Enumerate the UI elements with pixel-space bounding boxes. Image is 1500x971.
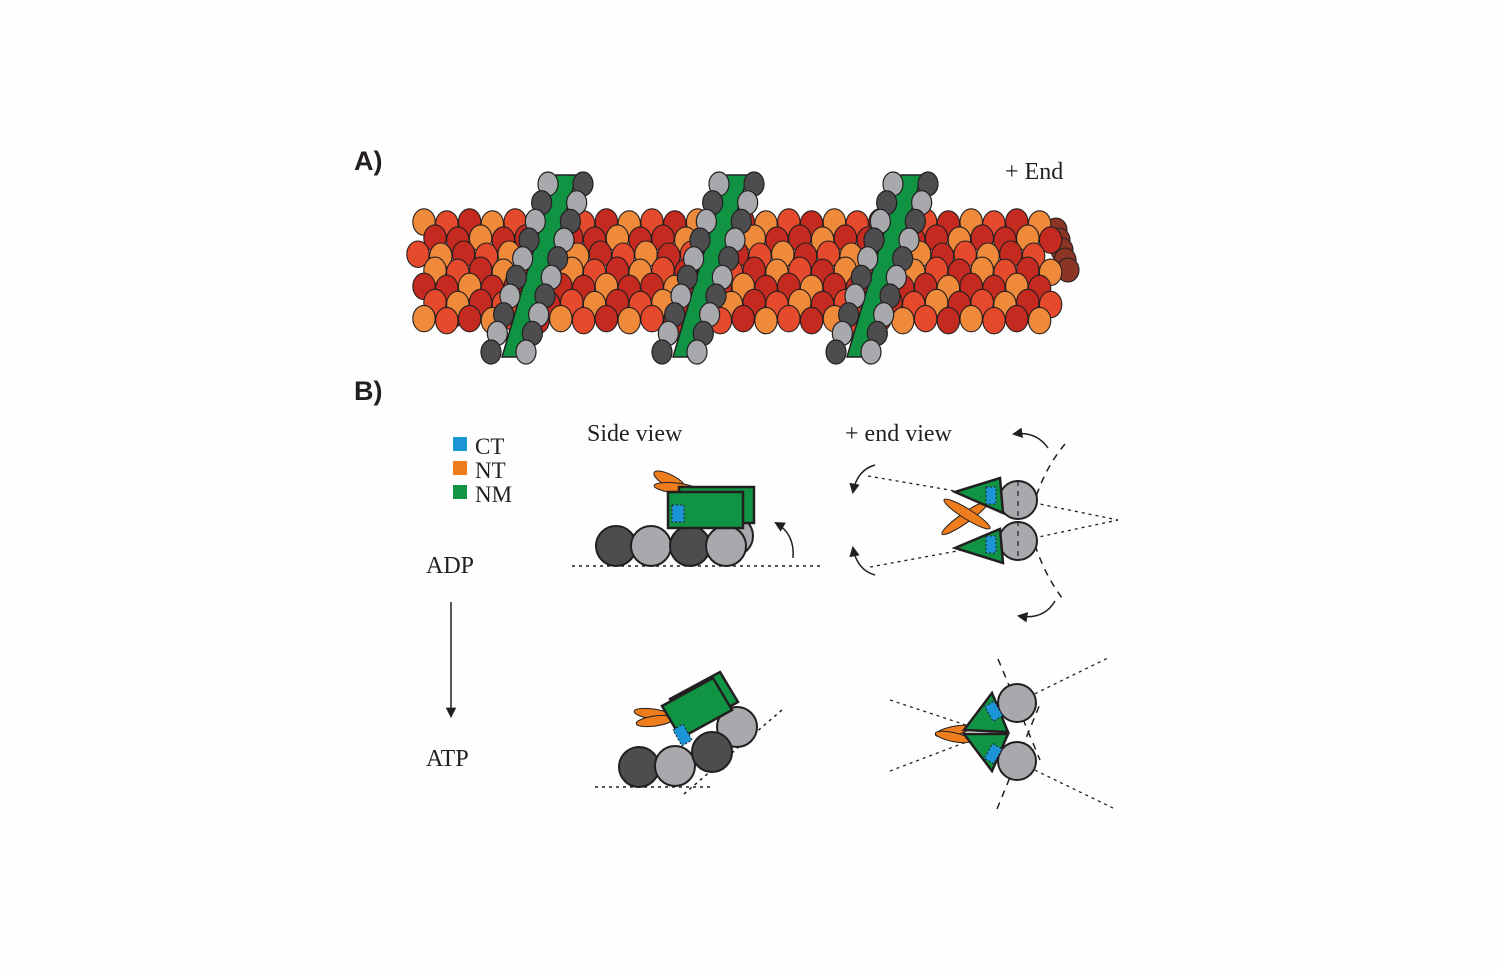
legend-swatch-nm — [453, 485, 467, 499]
tubulin-subunit — [936, 306, 961, 335]
rotation-arrow — [849, 545, 876, 576]
adp-state-label: ADP — [426, 553, 474, 579]
dashed-arc — [1034, 544, 1063, 599]
legend-swatch-ct — [453, 437, 467, 451]
dark-tubulin-head — [669, 525, 711, 567]
tubulin-subunit — [1027, 306, 1052, 335]
ct-domain — [672, 723, 693, 747]
legend-label-ct: CT — [475, 434, 504, 459]
end-view-title: + end view — [845, 421, 953, 447]
dashed-arc — [1034, 443, 1066, 501]
tubulin-subunit — [731, 304, 755, 333]
rotation-arrow — [1016, 600, 1056, 623]
motor-head — [686, 339, 708, 365]
rotation-arrow — [849, 464, 876, 495]
tubulin-subunit — [571, 306, 596, 335]
ct-domain — [983, 742, 1003, 765]
tubulin-subunit — [913, 304, 938, 333]
light-tubulin-head — [997, 741, 1037, 781]
motor-head — [515, 339, 537, 365]
tubulin-subunit — [1038, 226, 1063, 254]
tubulin-subunit — [959, 304, 983, 333]
plus-end-label: + End — [1005, 159, 1063, 185]
tubulin-subunit — [412, 304, 436, 333]
motor-head — [651, 339, 673, 365]
panel-a-label: A) — [354, 146, 383, 176]
atp-side-view — [595, 670, 783, 795]
atp-state-label: ATP — [426, 746, 469, 772]
light-tubulin-head — [716, 706, 758, 748]
nt-lobe — [943, 498, 991, 530]
tubulin-subunit — [1005, 304, 1029, 333]
nm-motor-domain — [660, 676, 734, 740]
motor-column — [651, 171, 765, 365]
panel-b-label: B) — [354, 376, 383, 406]
light-tubulin-head — [997, 683, 1037, 723]
tubulin-subunit — [982, 306, 1006, 335]
light-tubulin-head — [654, 745, 696, 787]
adp-side-view — [572, 470, 822, 567]
legend: CT NT NM — [453, 434, 512, 507]
motor-head — [825, 339, 847, 365]
ct-domain — [985, 486, 997, 505]
motor-head — [860, 339, 882, 365]
legend-swatch-nt — [453, 461, 467, 475]
tubulin-subunit — [617, 306, 641, 335]
tubulin-subunit — [891, 306, 915, 335]
rotation-arrow — [774, 521, 794, 559]
tubulin-subunit — [457, 304, 482, 333]
rotation-arrow — [1011, 427, 1049, 449]
ct-domain — [671, 504, 685, 523]
legend-label-nm: NM — [475, 482, 512, 507]
motor-column — [480, 171, 594, 365]
tubulin-subunit — [777, 304, 801, 333]
ct-domain — [983, 700, 1004, 722]
atp-end-view — [889, 656, 1114, 810]
tubulin-subunit — [799, 306, 824, 335]
motor-head — [480, 339, 502, 365]
light-tubulin-head — [630, 525, 672, 567]
legend-label-nt: NT — [475, 458, 506, 483]
dark-tubulin-head — [691, 731, 733, 773]
bound-motor-columns — [480, 171, 939, 365]
motor-column — [825, 171, 939, 365]
adp-end-view — [849, 427, 1119, 623]
light-tubulin-head — [705, 525, 747, 567]
side-view-title: Side view — [587, 421, 683, 447]
ct-domain — [985, 535, 997, 554]
dark-tubulin-head — [618, 746, 660, 788]
tubulin-subunit — [435, 306, 459, 335]
tubulin-subunit — [754, 306, 778, 335]
tubulin-subunit — [549, 304, 573, 333]
tubulin-subunit — [594, 304, 619, 333]
